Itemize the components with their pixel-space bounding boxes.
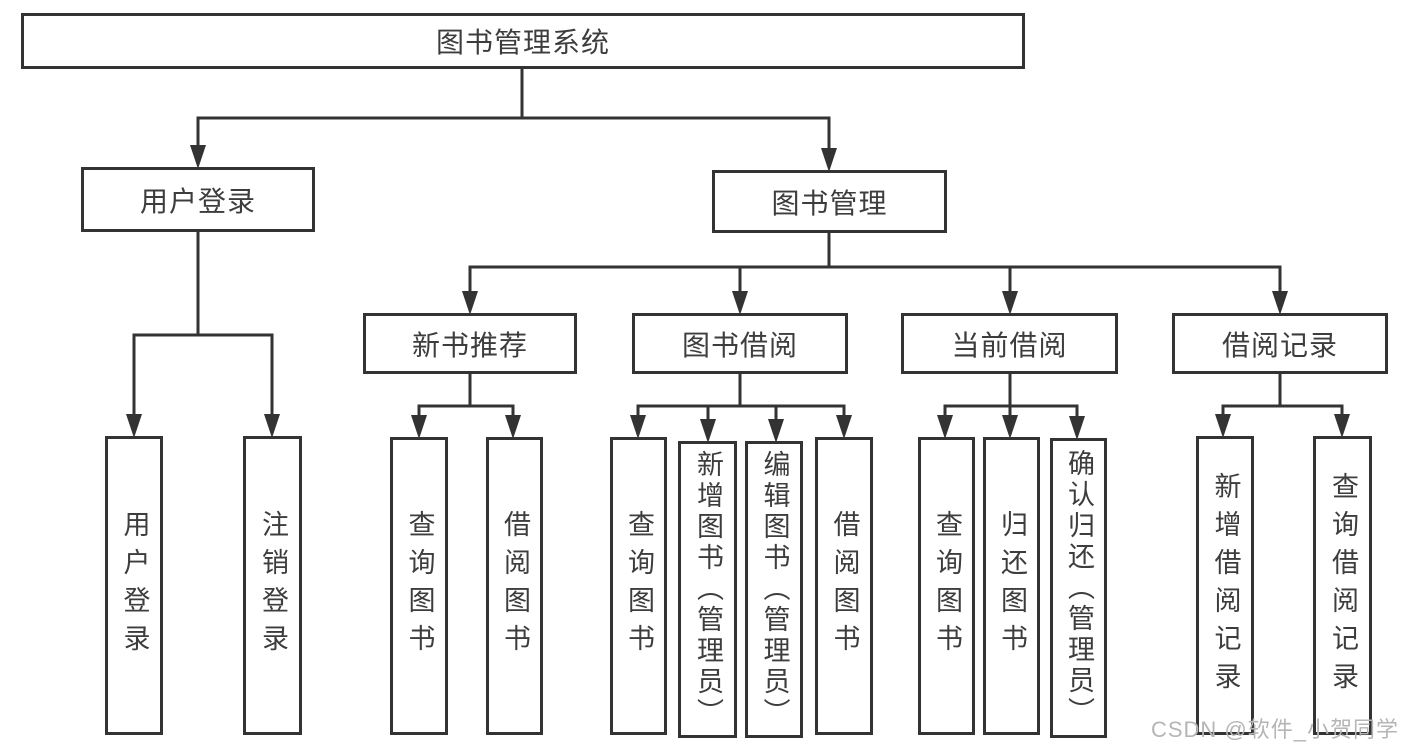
diagram-leaf-return-book: 归还图书 bbox=[983, 437, 1040, 735]
diagram-leaf-confirm-return: 确认归还（管理员） bbox=[1050, 438, 1107, 738]
diagram-leaf-user-login: 用户登录 bbox=[105, 436, 163, 735]
diagram-node-current-borrow: 当前借阅 bbox=[901, 313, 1118, 374]
connector-borrow-record-to-leaves bbox=[1215, 372, 1350, 438]
diagram-leaf-borrow-book-1: 借阅图书 bbox=[486, 437, 543, 735]
diagram-leaf-query-book-3: 查询图书 bbox=[918, 437, 975, 735]
diagram-leaf-edit-book: 编辑图书（管理员） bbox=[745, 441, 803, 738]
diagram-leaf-borrow-book-2: 借阅图书 bbox=[815, 437, 873, 735]
connector-new-book-rec-to-leaves bbox=[411, 372, 521, 439]
diagram-leaf-query-borrow-record: 查询借阅记录 bbox=[1313, 436, 1372, 735]
watermark-text: CSDN @软件_小贺同学 bbox=[1150, 717, 1399, 742]
diagram-leaf-query-book-1: 查询图书 bbox=[390, 437, 448, 735]
connector-book-borrow-to-leaves bbox=[630, 372, 852, 443]
diagram-node-root: 图书管理系统 bbox=[21, 13, 1025, 69]
diagram-node-new-book-rec: 新书推荐 bbox=[363, 313, 577, 374]
diagram-node-borrow-record: 借阅记录 bbox=[1172, 313, 1388, 374]
connector-current-borrow-to-leaves bbox=[937, 372, 1085, 440]
connector-root-to-level2 bbox=[190, 67, 837, 172]
diagram-node-user-login: 用户登录 bbox=[81, 167, 315, 232]
diagram-leaf-add-borrow-record: 新增借阅记录 bbox=[1196, 436, 1254, 735]
connector-user-login-to-leaves bbox=[126, 230, 280, 438]
connector-book-mgmt-to-level3 bbox=[462, 231, 1288, 315]
diagram-node-book-borrow: 图书借阅 bbox=[632, 313, 848, 374]
diagram-node-book-mgmt: 图书管理 bbox=[712, 170, 947, 233]
diagram-leaf-query-book-2: 查询图书 bbox=[610, 437, 667, 735]
diagram-leaf-add-book: 新增图书（管理员） bbox=[678, 441, 737, 738]
diagram-leaf-logout: 注销登录 bbox=[243, 436, 302, 735]
